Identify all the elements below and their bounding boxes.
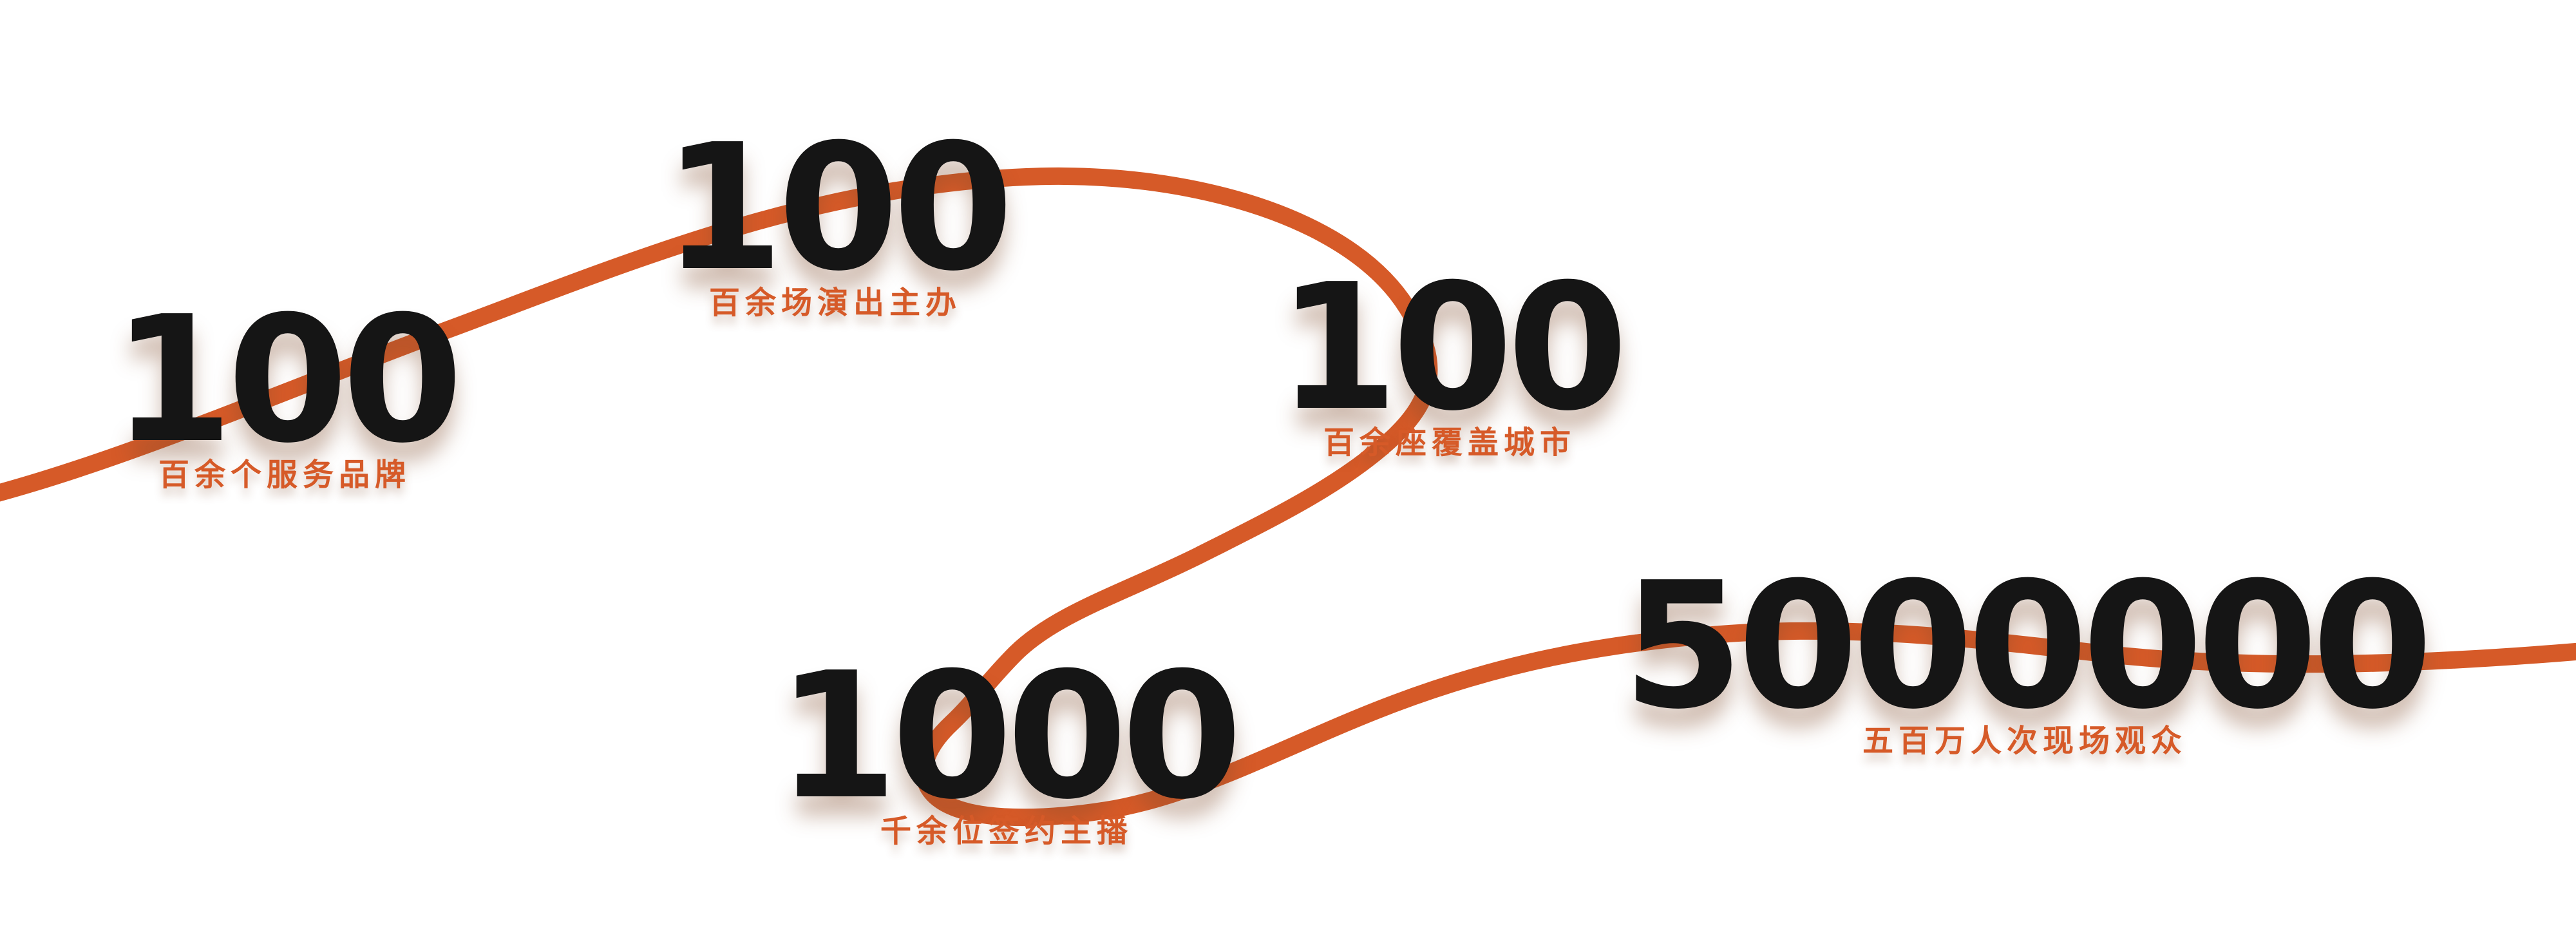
stat-signed-streamers: 1000 千余位签约主播 <box>777 635 1242 849</box>
stat-cities-covered: 100 百余座覆盖城市 <box>1277 246 1628 461</box>
orange-curve-line <box>0 167 2576 827</box>
stat-shows-hosted: 100 百余场演出主办 <box>663 106 1014 321</box>
stat-label: 百余场演出主办 <box>708 285 961 321</box>
stat-value: 100 <box>663 106 1014 309</box>
stat-label: 百余座覆盖城市 <box>1323 425 1576 461</box>
stat-label: 百余个服务品牌 <box>158 457 411 493</box>
stat-value: 1000 <box>777 635 1242 838</box>
stat-value: 100 <box>112 278 463 481</box>
stat-value: 100 <box>1277 246 1628 449</box>
stat-label: 五百万人次现场观众 <box>1862 723 2188 759</box>
stat-service-brands: 100 百余个服务品牌 <box>112 278 463 493</box>
stat-value: 5000000 <box>1622 544 2433 747</box>
stat-live-audience: 5000000 五百万人次现场观众 <box>1622 544 2433 759</box>
stat-label: 千余位签约主播 <box>880 813 1133 849</box>
